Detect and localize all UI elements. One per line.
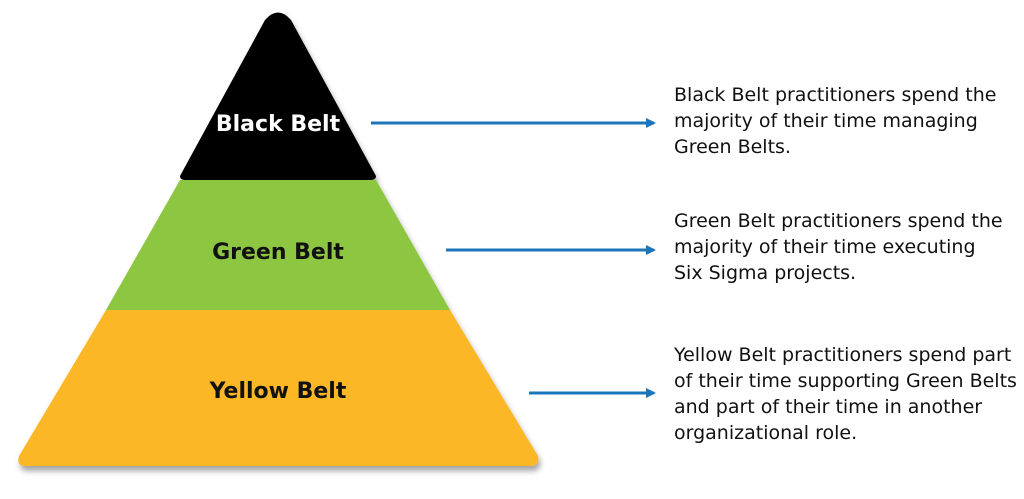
description-line: of their time supporting Green Belts — [674, 370, 1017, 392]
description-line: Black Belt practitioners spend the — [674, 84, 997, 106]
yellow-belt-tier — [18, 310, 539, 466]
black-belt-tier — [180, 12, 376, 180]
description-line: organizational role. — [674, 422, 858, 444]
yellow-belt-label: Yellow Belt — [209, 379, 347, 404]
description-line: and part of their time in another — [674, 396, 983, 418]
black-belt-description: Black Belt practitioners spend the major… — [674, 82, 996, 160]
description-line: Six Sigma projects. — [674, 262, 857, 284]
green-belt-tier — [106, 180, 450, 310]
pyramid — [18, 12, 539, 466]
black-belt-label: Black Belt — [216, 112, 341, 137]
green-belt-description: Green Belt practitioners spend the major… — [674, 208, 1003, 286]
description-line: Green Belt practitioners spend the — [674, 210, 1003, 232]
description-line: majority of their time managing — [674, 110, 978, 132]
green-belt-label: Green Belt — [212, 240, 344, 265]
yellow-belt-description: Yellow Belt practitioners spend part of … — [674, 342, 1017, 446]
description-line: Green Belts. — [674, 136, 791, 158]
description-line: majority of their time executing — [674, 236, 976, 258]
description-line: Yellow Belt practitioners spend part — [674, 344, 1012, 366]
